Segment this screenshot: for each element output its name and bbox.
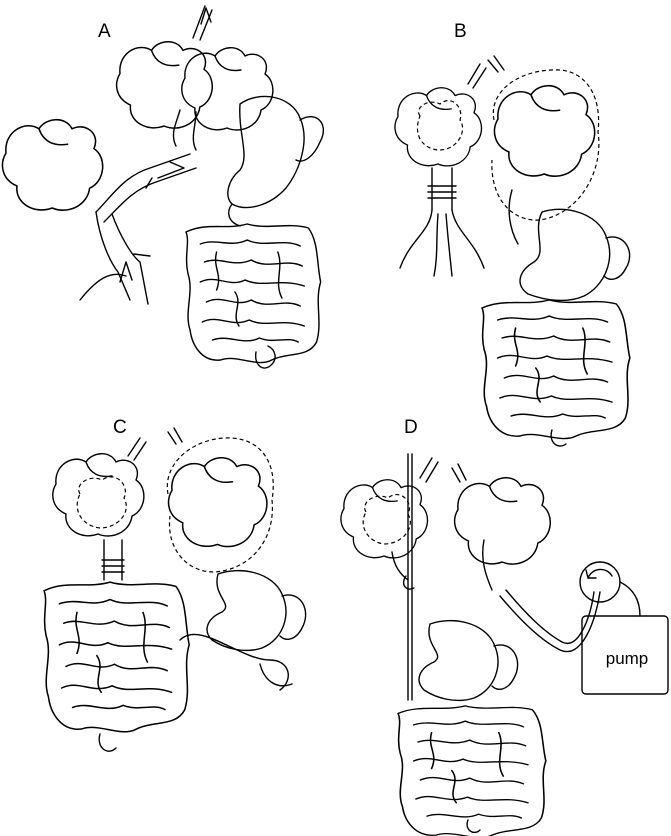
pump-box: pump (582, 616, 668, 694)
panel-b: B (395, 21, 630, 446)
intestines-b (482, 300, 630, 439)
organ-a-left (2, 120, 102, 210)
panel-c: C (44, 417, 306, 751)
organ-c-left (53, 438, 146, 580)
panel-label-d: D (404, 417, 418, 438)
stomach-c (180, 571, 306, 690)
pump-tubing (500, 562, 640, 652)
rectum-d (467, 820, 480, 832)
vessel-lines-d (408, 454, 412, 700)
panel-label-c: C (113, 417, 127, 438)
stomach-b (520, 209, 630, 300)
rectum-c (99, 734, 116, 751)
panel-a: A (2, 6, 323, 368)
organ-b-left (395, 64, 486, 276)
vessels-a (80, 154, 196, 304)
organ-d-right (452, 464, 550, 590)
panel-label-b: B (454, 21, 467, 42)
organ-d-left (341, 458, 438, 589)
organ-a-upper (117, 6, 273, 150)
stomach-d (419, 621, 518, 701)
intestines-a (186, 224, 321, 363)
stomach-a (228, 96, 324, 226)
rectum-a (256, 346, 275, 368)
panel-label-a: A (98, 21, 111, 42)
intestines-c (44, 582, 189, 732)
intestines-d (398, 706, 546, 836)
panel-d: D (341, 417, 668, 836)
pump-label: pump (606, 649, 649, 668)
organ-c-right (167, 428, 273, 572)
organ-b-right (488, 56, 599, 244)
